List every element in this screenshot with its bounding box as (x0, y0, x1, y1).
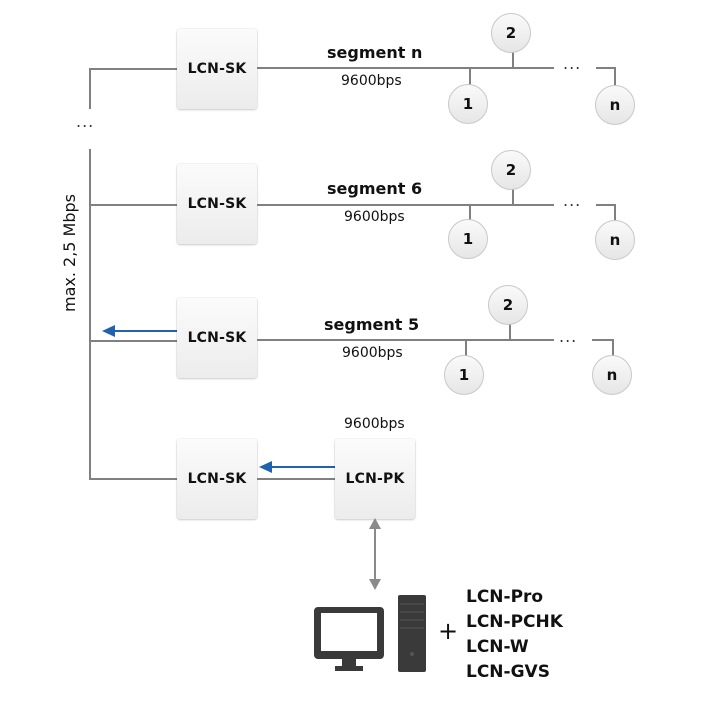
segment-6-node-2: 2 (491, 150, 531, 190)
segment-n-coupler: LCN-SK (177, 29, 257, 109)
segment-n-bus (257, 67, 554, 69)
backbone-ellipsis: ... (76, 112, 95, 131)
software-list: LCN-Pro LCN-PCHK LCN-W LCN-GVS (466, 585, 563, 685)
segment-n-drop-2 (512, 50, 514, 68)
segment-5-rate: 9600bps (342, 345, 403, 361)
pc-link-double-arrow (369, 518, 381, 590)
bottom-pk-link (257, 478, 337, 480)
bottom-coupler: LCN-SK (177, 439, 257, 519)
segment-6-trunk-left (89, 204, 179, 206)
segment-6-drop-n (614, 204, 616, 222)
segment-6-bus (257, 204, 554, 206)
segment-6-rate: 9600bps (344, 209, 405, 225)
backbone-speed-label: max. 2,5 Mbps (60, 193, 79, 312)
backbone-line-bottom (89, 149, 91, 480)
pk-to-sk-arrow (259, 461, 335, 473)
segment-5-ellipsis: ... (559, 327, 578, 346)
segment-5-uplink-arrow (102, 325, 177, 337)
pc-coupler-rate: 9600bps (344, 416, 405, 432)
segment-n-node-n: n (595, 85, 635, 125)
segment-6-node-1: 1 (448, 219, 488, 259)
segment-5-bus (257, 339, 554, 341)
segment-n-bus-end (596, 67, 616, 69)
segment-5-bus-end (592, 339, 614, 341)
monitor-icon (314, 607, 384, 671)
segment-5-drop-n (612, 339, 614, 357)
segment-n-trunk-left (89, 68, 179, 70)
computer-icon (314, 595, 426, 672)
segment-n-drop-n (614, 67, 616, 87)
segment-6-drop-2 (512, 188, 514, 205)
segment-5-drop-1 (465, 340, 467, 357)
segment-6-node-n: n (595, 220, 635, 260)
segment-5-node-n: n (592, 355, 632, 395)
segment-6-title: segment 6 (327, 179, 423, 198)
segment-5-node-1: 1 (444, 355, 484, 395)
plus-sign: + (438, 617, 459, 645)
segment-n-node-1: 1 (448, 84, 488, 124)
software-item: LCN-GVS (466, 662, 550, 682)
segment-5-coupler: LCN-SK (177, 298, 257, 378)
bottom-trunk-left (89, 478, 179, 480)
segment-5-title: segment 5 (324, 315, 420, 334)
segment-5-drop-2 (509, 324, 511, 340)
software-item: LCN-W (466, 637, 529, 657)
segment-6-drop-1 (469, 205, 471, 221)
segment-n-node-2: 2 (491, 13, 531, 53)
software-item: LCN-Pro (466, 587, 544, 607)
segment-n-ellipsis: ... (563, 54, 582, 73)
backbone-line-top (89, 69, 91, 109)
software-item: LCN-PCHK (466, 612, 563, 632)
segment-6-coupler: LCN-SK (177, 164, 257, 244)
segment-n-drop-1 (469, 68, 471, 86)
segment-n-title: segment n (327, 43, 423, 62)
segment-6-bus-end (596, 204, 616, 206)
pc-coupler: LCN-PK (335, 439, 415, 519)
tower-icon (398, 595, 426, 672)
segment-5-node-2: 2 (488, 285, 528, 325)
segment-5-trunk-left (89, 340, 179, 342)
segment-n-rate: 9600bps (341, 73, 402, 89)
segment-6-ellipsis: ... (563, 191, 582, 210)
